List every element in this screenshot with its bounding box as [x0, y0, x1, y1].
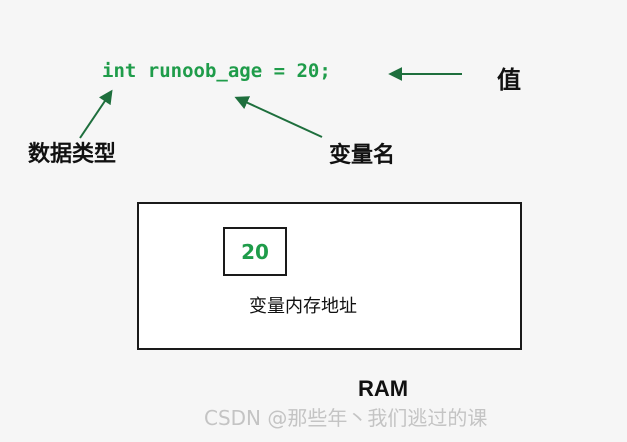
data-type-label: 数据类型 [28, 142, 117, 167]
code-declaration: int runoob_age = 20; [102, 60, 331, 82]
arrow-data-type [79, 89, 113, 139]
memory-cell: 20 [223, 227, 287, 276]
memory-address-label: 变量内存地址 [249, 296, 357, 317]
ram-box [137, 202, 522, 350]
arrow-variable-name [234, 96, 323, 138]
memory-cell-value: 20 [241, 239, 269, 264]
watermark: CSDN @那些年丶我们逃过的课 [204, 406, 488, 430]
variable-name-label: 变量名 [329, 143, 396, 168]
ram-label: RAM [358, 376, 409, 401]
value-label: 值 [497, 66, 521, 94]
